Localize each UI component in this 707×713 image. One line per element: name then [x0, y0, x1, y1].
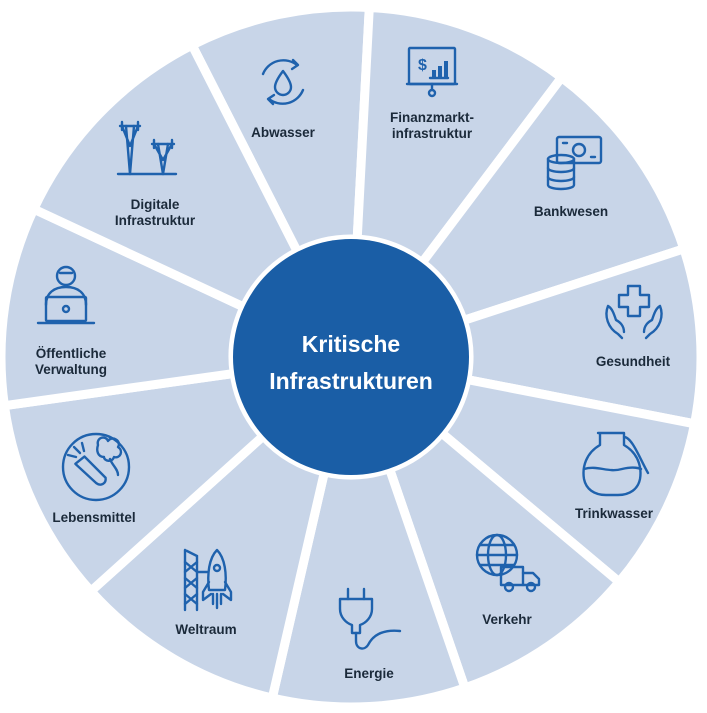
label-energie: Energie	[344, 666, 394, 681]
sector-icons: $	[36, 46, 663, 650]
rocket-tower-icon	[183, 548, 233, 612]
label-lebensmittel: Lebensmittel	[52, 510, 135, 525]
label-abwasser: Abwasser	[251, 125, 316, 140]
label-weltraum: Weltraum	[175, 622, 236, 637]
label-verkehr: Verkehr	[482, 612, 532, 627]
finance-chart-icon: $	[405, 46, 459, 98]
center-circle	[233, 239, 469, 475]
water-jug-icon	[582, 431, 650, 497]
sector-labels: Abwasser Finanzmarkt-infrastrukturBankwes…	[35, 110, 671, 681]
svg-text:$: $	[418, 57, 427, 74]
medical-cross-hands-icon	[605, 284, 663, 340]
water-cycle-icon	[261, 58, 305, 106]
center-title-line2: Infrastrukturen	[269, 368, 433, 394]
label-bankwesen: Bankwesen	[534, 204, 608, 219]
money-coins-icon	[546, 135, 603, 191]
food-plate-icon	[61, 432, 131, 502]
center-title-line1: Kritische	[302, 331, 400, 357]
label-finanzmarkt: Finanzmarkt-infrastruktur	[390, 110, 474, 141]
person-laptop-icon	[36, 265, 96, 325]
power-plug-icon	[338, 587, 402, 650]
label-trinkwasser: Trinkwasser	[575, 506, 654, 521]
label-gesundheit: Gesundheit	[596, 354, 671, 369]
antenna-towers-icon	[116, 120, 178, 176]
globe-truck-icon	[475, 533, 541, 593]
